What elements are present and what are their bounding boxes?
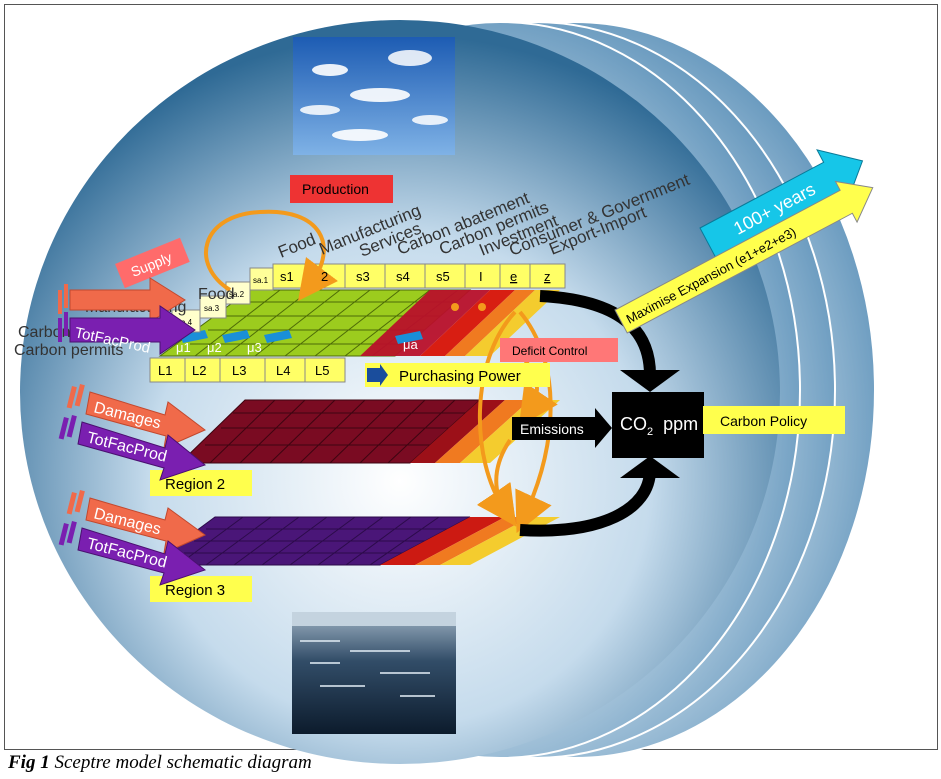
labor-cell-labels: L1 L2 L3 L4 L5: [158, 363, 329, 378]
carbon-policy-label: Carbon Policy: [720, 413, 807, 429]
svg-text:Emissions: Emissions: [520, 421, 584, 437]
svg-text:s5: s5: [436, 269, 450, 284]
co2-box: [612, 392, 704, 458]
svg-text:L5: L5: [315, 363, 329, 378]
carbon-policy-banner: [703, 406, 845, 434]
svg-text:s3: s3: [356, 269, 370, 284]
mu-labels: μ1 μ2 μ3 μa: [176, 337, 418, 355]
deficit-control-banner: [500, 338, 618, 362]
purchasing-power-label: Purchasing Power: [399, 368, 521, 385]
svg-text:μ2: μ2: [207, 340, 222, 355]
svg-text:μa: μa: [403, 337, 418, 352]
region2-label: Region 2: [165, 476, 225, 493]
labor-row: [149, 357, 346, 383]
purchasing-power-banner: [365, 363, 550, 387]
region1-grid: [158, 289, 560, 357]
svg-text:L1: L1: [158, 363, 172, 378]
svg-text:sa.2: sa.2: [229, 290, 245, 299]
svg-text:μ1: μ1: [176, 340, 191, 355]
flow-arrowhead-top: [620, 370, 680, 392]
purchasing-arrow-icon: [367, 364, 388, 386]
region3-label: Region 3: [165, 582, 225, 599]
svg-text:e: e: [510, 269, 517, 284]
svg-text:I: I: [479, 269, 483, 284]
svg-text:μ3: μ3: [247, 340, 262, 355]
sector-row-food: Food: [198, 286, 234, 303]
svg-text:z: z: [544, 269, 551, 284]
emissions-arrow: Emissions: [512, 408, 612, 448]
svg-text:sa.3: sa.3: [204, 304, 220, 313]
figure-caption: Fig 1 Sceptre model schematic diagram: [8, 752, 312, 773]
feedback-arrow: [204, 209, 338, 302]
sea-photo: [292, 612, 456, 734]
svg-text:s4: s4: [396, 269, 410, 284]
svg-text:L4: L4: [276, 363, 290, 378]
svg-text:L3: L3: [232, 363, 246, 378]
production-label: Production: [302, 181, 369, 197]
svg-text:s1: s1: [280, 269, 294, 284]
sector-row-carbon-permits: Carbon permits: [14, 342, 123, 359]
production-banner: [290, 175, 393, 203]
svg-text:sa.1: sa.1: [253, 276, 269, 285]
flow-arrowhead-bottom: [620, 456, 680, 478]
svg-text:2: 2: [321, 269, 328, 284]
region3-grid: [148, 516, 560, 566]
supply-cell-labels: s1 2 s3 s4 s5 I e z: [280, 269, 551, 284]
sky-photo: [293, 37, 455, 155]
svg-text:L2: L2: [192, 363, 206, 378]
deficit-control-label: Deficit Control: [512, 344, 587, 358]
